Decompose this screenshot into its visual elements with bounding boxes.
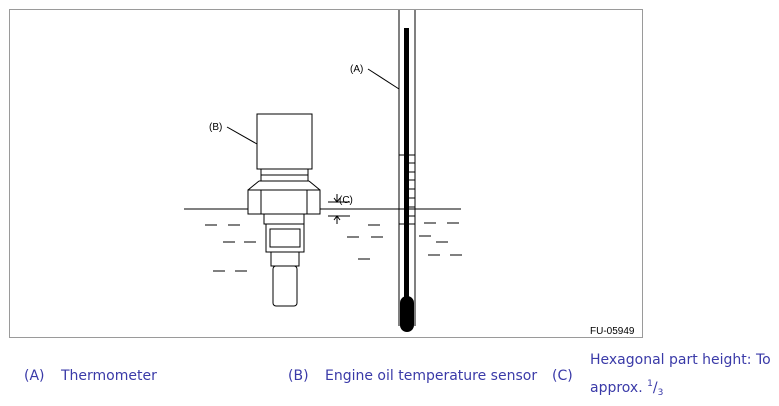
legend: (A) Thermometer (B) Engine oil temperatu… [0, 345, 779, 406]
sensor-hex-chamfer-left [247, 180, 260, 191]
legend-c-frac-denominator: 3 [657, 388, 664, 398]
sensor-connector-body [256, 113, 313, 170]
legend-b-text: Engine oil temperature sensor [325, 368, 538, 384]
legend-a-text: Thermometer [61, 368, 157, 384]
legend-c-prefix: approx. [590, 380, 643, 396]
callout-a-label: (A) [350, 64, 363, 75]
callout-c-label: (C) [339, 195, 353, 206]
legend-c-text-line1: Hexagonal part height: To [590, 352, 771, 368]
legend-b-key: (B) [288, 368, 309, 384]
thermometer-scale-ticks [409, 162, 415, 217]
sensor-lower-body [270, 251, 300, 267]
dimension-c-arrowhead-top [333, 197, 341, 203]
legend-a-key: (A) [24, 368, 45, 384]
oil-temperature-sensor [247, 113, 321, 307]
sensor-probe-tip [272, 265, 298, 307]
legend-c-key: (C) [552, 368, 573, 384]
diagram-svg: (A) (B) [184, 10, 635, 337]
thermometer-bulb [400, 296, 414, 332]
sensor-hexagon-part [247, 189, 321, 215]
oil-level-dashes [205, 222, 462, 272]
callout-a-leader [367, 68, 400, 90]
callout-b-label: (B) [209, 122, 222, 133]
thermometer-mercury-column [404, 28, 409, 308]
diagram-figure: (A) (B) [9, 9, 643, 338]
dimension-c [328, 194, 350, 224]
callout-b-leader [226, 126, 258, 145]
sensor-thread-collar [263, 213, 305, 225]
legend-c-frac-numerator: 1 [647, 379, 653, 389]
legend-c-text-line2: approx. 1/3 [590, 379, 664, 398]
sensor-hex-chamfer-right [308, 180, 321, 191]
thermometer [398, 10, 416, 332]
sensor-thread-band [269, 228, 301, 248]
figure-id: FU-05949 [590, 326, 635, 337]
dimension-c-arrowhead-bottom [333, 215, 341, 221]
